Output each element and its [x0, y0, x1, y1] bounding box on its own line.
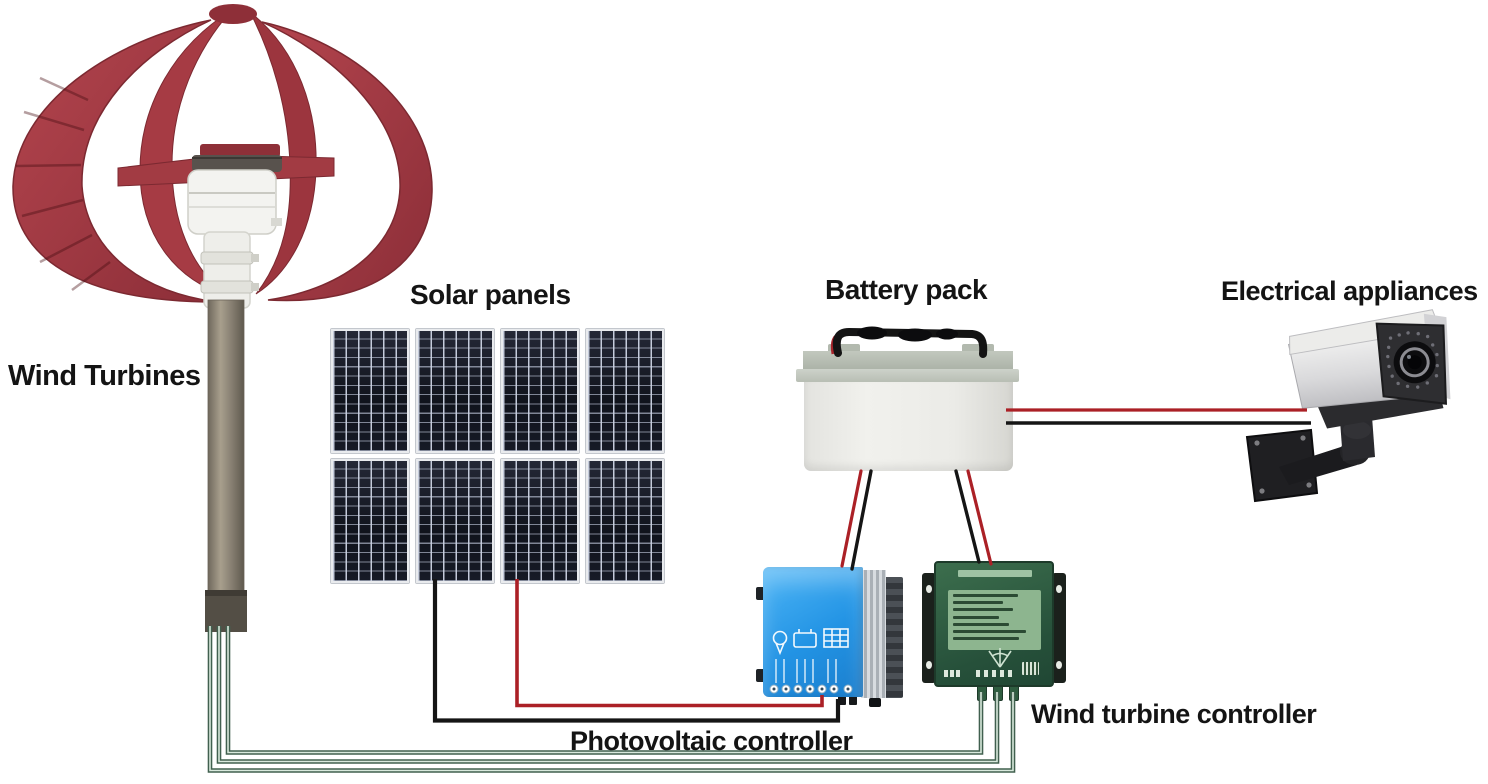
turbine-pole — [205, 299, 247, 632]
battery-lid — [803, 351, 1013, 371]
wire-battery-wt-black — [954, 469, 981, 564]
spec-text-row — [953, 622, 1010, 626]
wt-terminal — [976, 670, 980, 677]
wt-terminal — [1008, 670, 1012, 677]
screw-hole — [1056, 585, 1062, 593]
solar-panel-array — [331, 329, 665, 585]
terminal-row — [769, 684, 853, 694]
wt-terminal — [950, 670, 954, 677]
solar-panel — [416, 459, 494, 583]
pv-controller-back — [884, 577, 903, 698]
wt-terminal — [984, 670, 988, 677]
photovoltaic-controller-label: Photovoltaic controller — [570, 726, 853, 756]
camera-body — [1287, 309, 1451, 429]
solar-panel — [331, 329, 409, 453]
terminal-guide-lines — [775, 659, 837, 683]
solar-panel — [331, 459, 409, 583]
turbine-neck — [200, 231, 259, 309]
turbine-top-cap — [209, 4, 257, 24]
camera-ir-leds — [1386, 331, 1439, 389]
spec-text-row — [953, 608, 1013, 612]
solar-panel — [501, 459, 579, 583]
turbine-rotor-disc — [192, 155, 282, 172]
wt-terminal — [992, 670, 996, 677]
spec-text-row — [953, 615, 999, 619]
wt-terminal — [944, 670, 948, 677]
security-camera-illustration — [1245, 309, 1451, 503]
turbine-rotor-mech — [200, 144, 280, 157]
turbine-blade-midright — [249, 11, 317, 295]
wire-battery-wt-red — [966, 469, 993, 566]
wt-barcode-label — [1022, 662, 1039, 675]
screw-hole — [926, 661, 932, 669]
solar-panel — [416, 329, 494, 453]
battery-lid-lip — [796, 369, 1019, 382]
screw-hole — [1056, 661, 1062, 669]
solar-panel — [586, 459, 664, 583]
spec-text-row — [953, 601, 1003, 605]
wind-turbine-controller-label: Wind turbine controller — [1031, 699, 1317, 729]
pv-controller-heatsink — [861, 570, 886, 698]
camera-wall-plate — [1245, 428, 1319, 503]
solar-panel-icon — [823, 628, 849, 648]
spec-text-row — [953, 594, 1018, 597]
wire-battery-pv-black — [850, 469, 873, 571]
wt-controller-flange-right — [1052, 573, 1066, 683]
turbine-generator — [187, 169, 282, 235]
wt-terminal — [956, 670, 960, 677]
electrical-appliances-label: Electrical appliances — [1221, 276, 1478, 306]
battery-icon — [793, 629, 817, 648]
turbine-blade-right — [261, 21, 433, 302]
battery-body — [804, 382, 1013, 471]
battery-pack-label: Battery pack — [825, 274, 988, 305]
wt-terminal — [1000, 670, 1004, 677]
wind-turbine-illustration — [12, 4, 433, 632]
wt-controller-title-text — [958, 570, 1032, 577]
wind-turbines-label: Wind Turbines — [8, 360, 201, 392]
solar-panel — [586, 329, 664, 453]
turbine-blade-left — [12, 19, 217, 303]
camera-front-face — [1375, 322, 1447, 405]
wt-controller-body — [934, 561, 1054, 687]
screw-hole — [926, 585, 932, 593]
pv-controller-face — [763, 567, 863, 697]
solar-panels-label: Solar panels — [410, 279, 571, 310]
lamp-icon — [772, 630, 788, 656]
pv-controller-graphics — [769, 628, 853, 694]
solar-panel — [501, 329, 579, 453]
wire-battery-pv-red — [840, 469, 863, 568]
pv-controller-bottom-nub — [869, 698, 881, 707]
